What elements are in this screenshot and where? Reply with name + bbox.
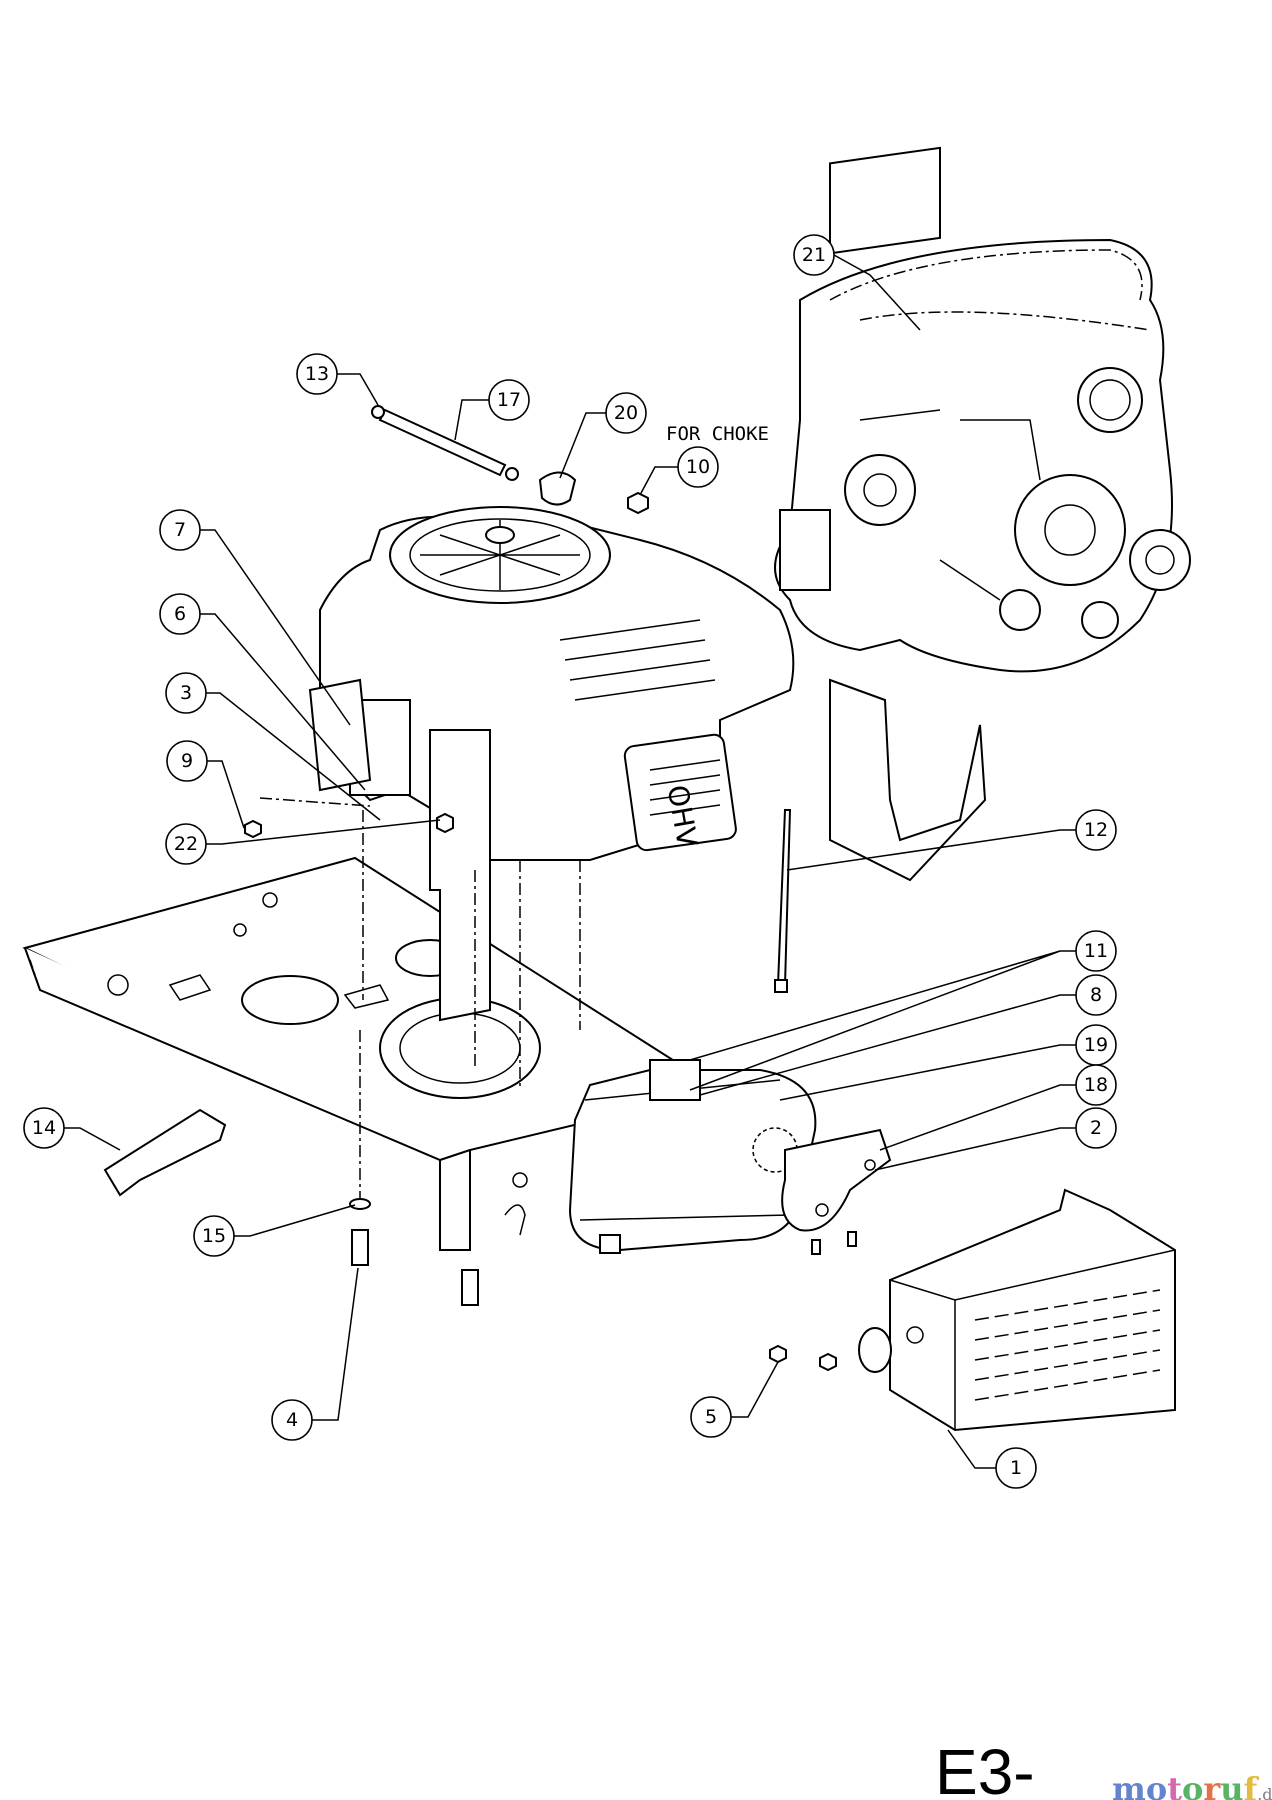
callout-22[interactable]: 22 — [165, 823, 207, 865]
svg-text:3: 3 — [180, 682, 192, 704]
svg-text:7: 7 — [174, 519, 186, 541]
svg-text:11: 11 — [1084, 940, 1108, 962]
svg-text:17: 17 — [497, 389, 521, 411]
svg-text:12: 12 — [1084, 819, 1108, 841]
assembly-lines — [259, 797, 581, 1200]
callout-5[interactable]: 5 — [690, 1396, 732, 1438]
choke-note: FOR CHOKE — [666, 423, 769, 445]
callout-14[interactable]: 14 — [23, 1107, 65, 1149]
engine: OHV — [308, 506, 795, 1022]
callout-21[interactable]: 21 — [793, 234, 835, 276]
callout-4[interactable]: 4 — [271, 1399, 313, 1441]
nut-10 — [627, 491, 649, 515]
callout-11[interactable]: 11 — [1075, 930, 1117, 972]
bracket-21 — [829, 146, 941, 255]
svg-text:22: 22 — [174, 833, 198, 855]
svg-text:13: 13 — [305, 363, 329, 385]
svg-text:19: 19 — [1084, 1034, 1108, 1056]
callout-20[interactable]: 20 — [605, 392, 647, 434]
svg-text:1: 1 — [1010, 1457, 1022, 1479]
leader-lines — [64, 254, 1076, 1469]
diagram-code: E3-08100D-01 — [935, 1736, 1035, 1800]
bolt-4 — [351, 1229, 369, 1266]
svg-text:6: 6 — [174, 603, 186, 625]
svg-text:5: 5 — [705, 1406, 717, 1428]
callout-19[interactable]: 19 — [1075, 1024, 1117, 1066]
svg-text:4: 4 — [286, 1409, 298, 1431]
deflector-plate — [829, 678, 987, 882]
callout-6[interactable]: 6 — [159, 593, 201, 635]
svg-text:14: 14 — [32, 1117, 56, 1139]
heat-shield — [858, 1188, 1176, 1432]
svg-text:20: 20 — [614, 402, 638, 424]
watermark-logo: motoruf.de — [1112, 1770, 1272, 1800]
cable-tie-12 — [776, 809, 792, 986]
callout-9[interactable]: 9 — [166, 740, 208, 782]
callout-10[interactable]: 10 — [677, 446, 719, 488]
deflector-18 — [781, 1128, 892, 1232]
callout-12[interactable]: 12 — [1075, 809, 1117, 851]
callout-7[interactable]: 7 — [159, 509, 201, 551]
screw-9 — [244, 819, 262, 839]
svg-text:10: 10 — [686, 456, 710, 478]
transmission-assembly — [774, 146, 1191, 673]
svg-text:18: 18 — [1084, 1074, 1108, 1096]
callout-2[interactable]: 2 — [1075, 1107, 1117, 1149]
callout-18[interactable]: 18 — [1075, 1064, 1117, 1106]
svg-text:15: 15 — [202, 1225, 226, 1247]
valve-cover — [623, 733, 737, 852]
svg-text:2: 2 — [1090, 1117, 1102, 1139]
svg-text:21: 21 — [802, 244, 826, 266]
washer-15 — [349, 1198, 371, 1210]
grommet-20 — [538, 471, 577, 506]
svg-text:8: 8 — [1090, 984, 1102, 1006]
callout-3[interactable]: 3 — [165, 672, 207, 714]
callout-15[interactable]: 15 — [193, 1215, 235, 1257]
svg-text:9: 9 — [181, 750, 193, 772]
callout-1[interactable]: 1 — [995, 1447, 1037, 1489]
choke-cable — [378, 408, 507, 477]
bolts-5 — [769, 1344, 837, 1372]
callout-8[interactable]: 8 — [1075, 974, 1117, 1016]
callout-13[interactable]: 13 — [296, 353, 338, 395]
frame — [22, 856, 723, 1251]
callout-17[interactable]: 17 — [488, 379, 530, 421]
part-14 — [103, 1108, 227, 1197]
engine-bracket — [429, 729, 491, 1022]
nut-22 — [436, 812, 454, 834]
